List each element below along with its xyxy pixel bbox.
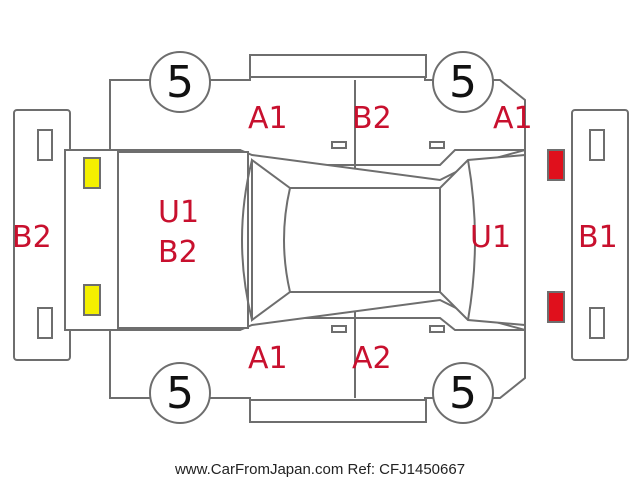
tire-upper-left-value: 5 [166,57,194,108]
lower-side-view [109,300,526,423]
tire-upper-right-value: 5 [449,57,477,108]
grade-rear-bumper: B2 [12,220,52,255]
grade-upper-rear-door: B2 [352,101,392,136]
grade-hood: U1 [470,220,511,255]
tire-upper-left: 5 [149,51,211,113]
car-top-view [64,148,526,332]
rear-lamp-top [83,157,101,189]
grade-lower-left-fender: A1 [248,341,288,376]
grade-rear-panel-line2: B2 [158,235,198,270]
tire-upper-right: 5 [432,51,494,113]
front-lamp-bottom [547,291,565,323]
tire-lower-right: 5 [432,362,494,424]
grade-upper-left-fender: A1 [248,101,288,136]
grade-upper-front-fender: A1 [493,101,533,136]
tire-lower-left-value: 5 [166,368,194,419]
tire-lower-left: 5 [149,362,211,424]
rear-lamp-bottom [83,284,101,316]
grade-front-bumper: B1 [578,220,618,255]
tire-lower-right-value: 5 [449,368,477,419]
watermark-text: www.CarFromJapan.com Ref: CFJ1450667 [174,461,465,478]
grade-rear-panel-line1: U1 [158,195,199,230]
front-bumper [571,109,629,361]
upper-side-view [109,54,526,180]
front-lamp-top [547,149,565,181]
grade-lower-door: A2 [352,341,392,376]
